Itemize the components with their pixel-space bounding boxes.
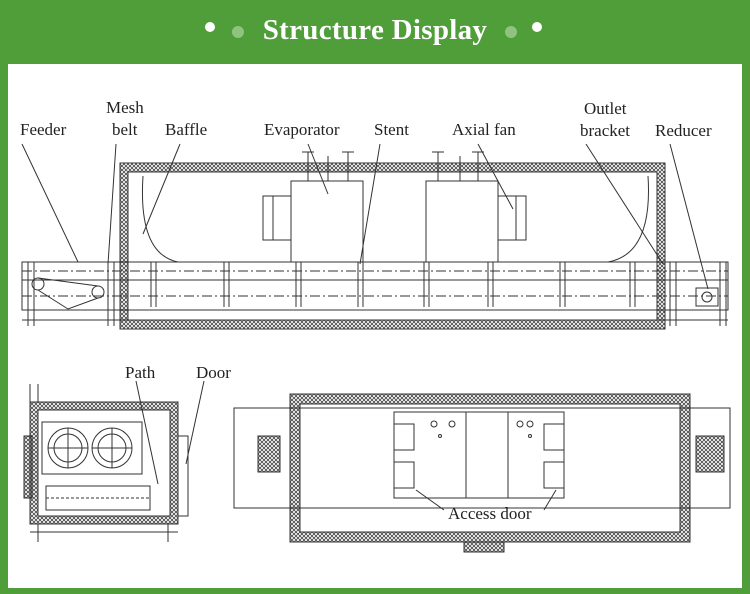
leader-door: [185, 380, 205, 465]
decor-dot: [505, 26, 517, 38]
evaporator-1: [290, 180, 364, 263]
label-axial-fan: Axial fan: [452, 120, 516, 139]
label-baffle: Baffle: [165, 120, 207, 139]
fan-unit: [41, 421, 143, 475]
fan-box-2: [543, 423, 565, 451]
fan-housing-1: [262, 195, 292, 241]
label-outlet: Outlet: [584, 99, 627, 118]
label-feeder: Feeder: [20, 120, 67, 139]
label-mesh: Mesh: [106, 98, 144, 117]
baffle-right: [607, 175, 649, 263]
decor-dot: [205, 22, 215, 32]
insulated-housing: [119, 162, 666, 330]
diagram-panel: Feeder Mesh belt Baffle Evaporator Stent…: [8, 64, 742, 588]
label-evaporator: Evaporator: [264, 120, 340, 139]
header-banner: Structure Display: [0, 0, 750, 62]
baffle-left: [141, 175, 179, 263]
support-legs: [27, 262, 727, 326]
label-path: Path: [125, 363, 156, 382]
leader-access-1: [415, 489, 445, 511]
fan-box-1: [393, 423, 415, 451]
page-title: Structure Display: [262, 14, 488, 46]
reducer-box: [695, 287, 719, 307]
structure-diagram: Feeder Mesh belt Baffle Evaporator Stent…: [20, 98, 731, 553]
fan-housing-2: [497, 195, 527, 241]
top-view: [233, 393, 731, 553]
label-door: Door: [196, 363, 231, 382]
end-view: [23, 380, 205, 542]
decor-dot: [532, 22, 542, 32]
outlet-grille: [695, 435, 725, 473]
reducer-pulley: [701, 291, 713, 303]
end-panel-left: [23, 435, 33, 499]
label-bracket: bracket: [580, 121, 630, 140]
leader-lines: [21, 143, 709, 290]
label-stent: Stent: [374, 120, 409, 139]
top-housing: [289, 393, 691, 543]
feeder-belt: [37, 277, 99, 310]
label-access-door: Access door: [448, 504, 532, 523]
leader-access-2: [543, 489, 557, 511]
side-view: [21, 143, 729, 330]
bottom-port: [463, 541, 505, 553]
decor-dot: [232, 26, 244, 38]
leader-path: [135, 380, 159, 485]
door-panel: [177, 435, 189, 517]
conveyor-body: [21, 279, 729, 311]
end-housing: [29, 401, 179, 525]
conveyor-outline: [233, 407, 731, 509]
inlet-grille: [257, 435, 281, 473]
evaporator-block: [393, 411, 565, 499]
label-reducer: Reducer: [655, 121, 712, 140]
label-belt: belt: [112, 120, 138, 139]
evaporator-2: [425, 180, 499, 263]
